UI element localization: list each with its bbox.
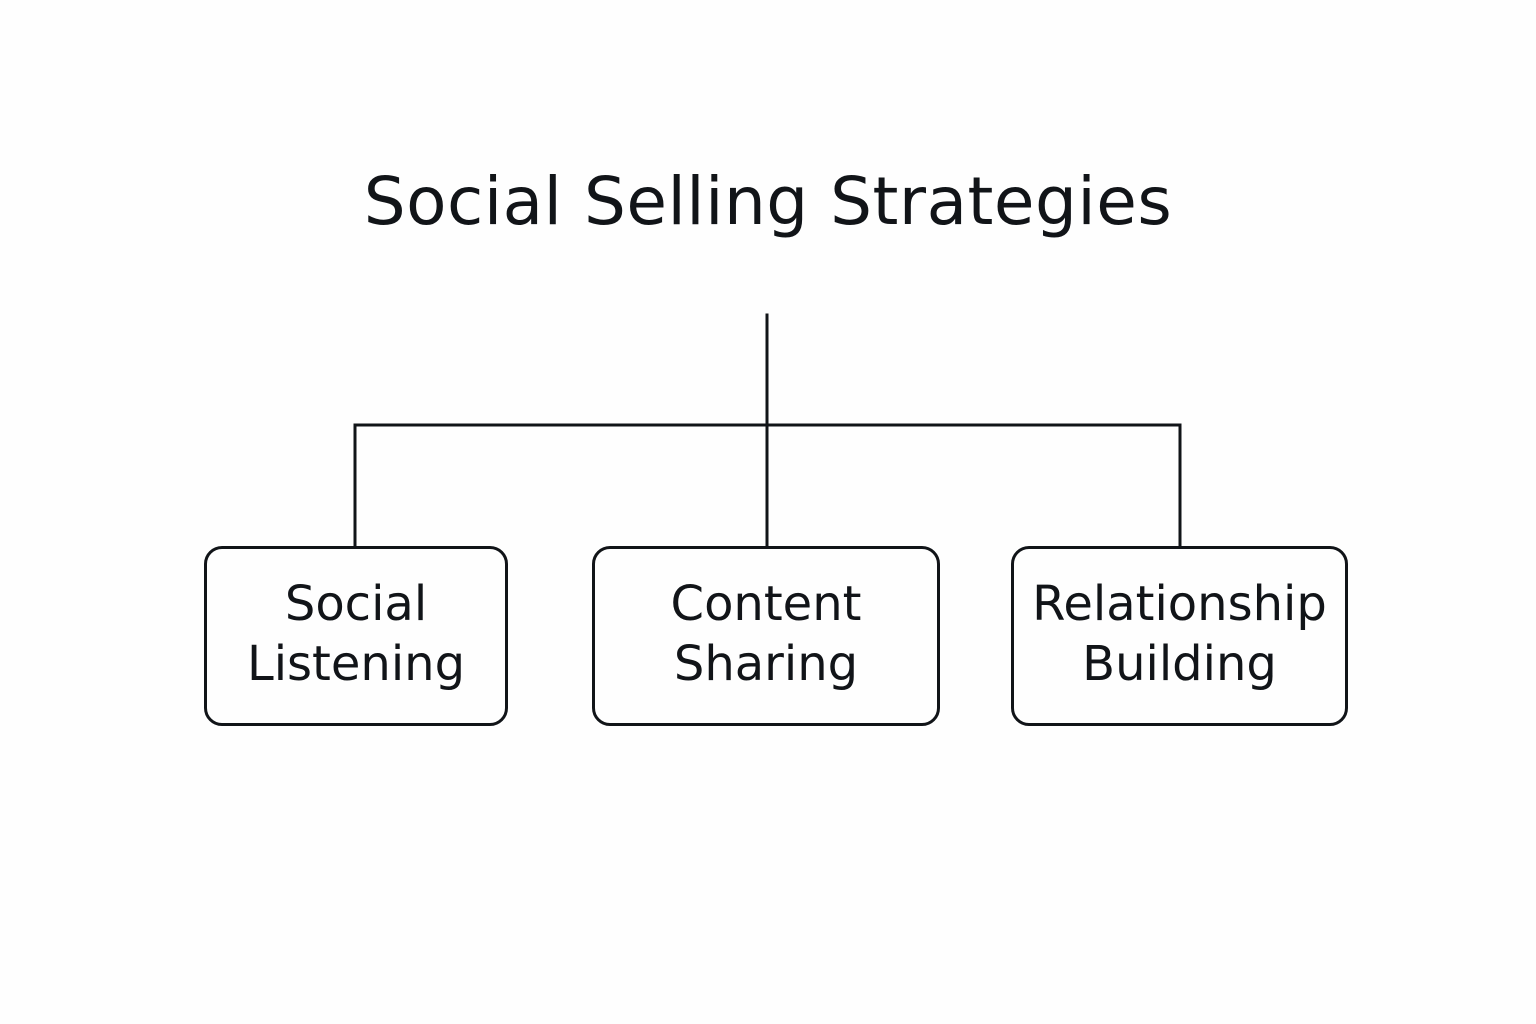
node-label: Social Listening — [246, 576, 466, 692]
node-label: Relationship Building — [1032, 576, 1327, 692]
node-label: Content Sharing — [670, 576, 862, 692]
node-content-sharing: Content Sharing — [592, 546, 940, 726]
node-relationship-building: Relationship Building — [1011, 546, 1348, 726]
diagram-title: Social Selling Strategies — [363, 163, 1173, 240]
node-social-listening: Social Listening — [204, 546, 508, 726]
